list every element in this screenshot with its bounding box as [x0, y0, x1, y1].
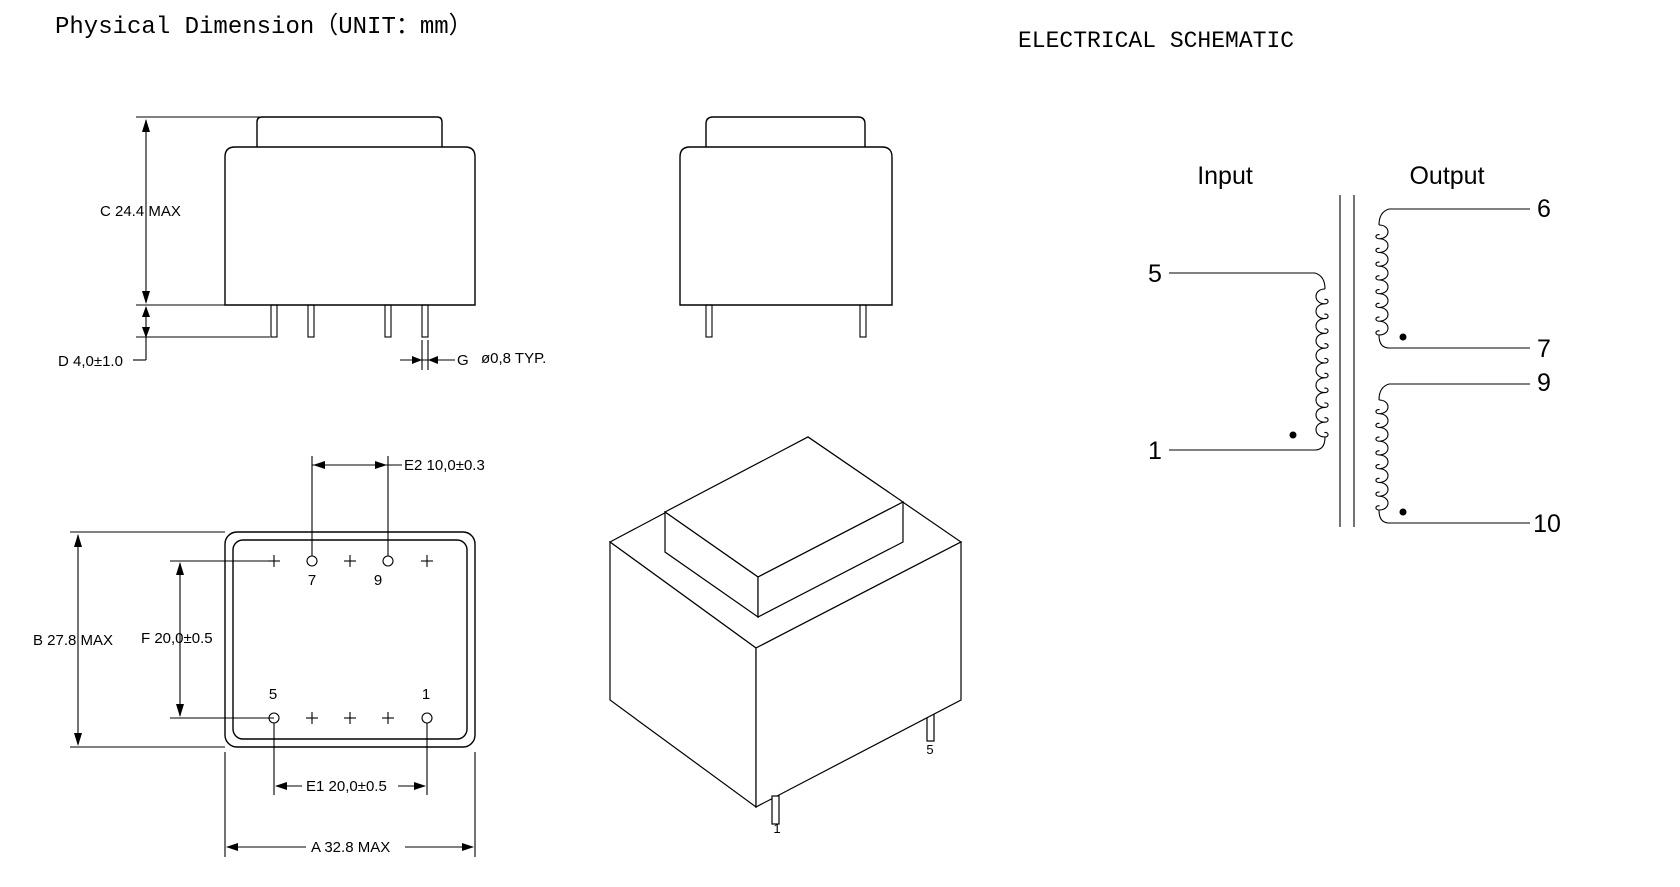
- secondary-upper-lead-bend: [1378, 208, 1390, 226]
- iso-cap-right: [757, 501, 904, 618]
- arrow-right-icon: [375, 461, 387, 469]
- side-view-pin: [859, 304, 867, 338]
- f-dimension-label: F 20,0±0.5: [141, 630, 213, 647]
- d-dimension-label: D 4,0±1.0: [58, 353, 123, 370]
- side-view-cap: [705, 116, 866, 147]
- pin-cross: [344, 712, 356, 724]
- pin-label-9: 9: [374, 572, 382, 589]
- schematic-pin-6: 6: [1537, 195, 1551, 223]
- arrow-left-icon: [313, 461, 325, 469]
- pin-hole-7: [306, 555, 318, 567]
- bottom-view-inner: [232, 539, 468, 740]
- pin-hole-9: [382, 555, 394, 567]
- arrow-right-icon: [414, 782, 426, 790]
- physical-dimension-title: Physical Dimension（UNIT：mm）: [55, 13, 473, 41]
- arrow-down-icon: [74, 733, 82, 746]
- secondary-upper-polarity-dot: [1399, 333, 1407, 341]
- schematic-input-label: Input: [1197, 162, 1253, 190]
- pin-cross: [421, 555, 433, 567]
- arrow-left-icon: [226, 843, 238, 851]
- primary-lead-bend: [1314, 272, 1326, 290]
- bottom-view-outline: [224, 531, 476, 748]
- iso-right-face: [755, 541, 962, 808]
- front-view-pin: [421, 304, 429, 338]
- arrow-up-icon: [142, 119, 150, 132]
- g-dimension-label: G: [457, 352, 469, 369]
- primary-polarity-dot: [1289, 431, 1297, 439]
- electrical-schematic-title: ELECTRICAL SCHEMATIC: [1018, 28, 1294, 54]
- arrow-down-icon: [176, 704, 184, 717]
- schematic-pin-1: 1: [1148, 437, 1162, 465]
- iso-pin-label-1: 1: [773, 821, 780, 836]
- pin-label-5: 5: [269, 686, 277, 703]
- iso-pin-1: [771, 795, 780, 825]
- arrow-down-icon: [142, 291, 150, 304]
- front-view-pin: [270, 304, 278, 338]
- front-view-pin: [384, 304, 392, 338]
- pin-label-1: 1: [422, 686, 430, 703]
- pin-cross: [306, 712, 318, 724]
- schematic-pin-7: 7: [1537, 335, 1551, 363]
- side-view: [679, 116, 893, 338]
- side-view-pin: [705, 304, 713, 338]
- arrow-down-icon: [142, 327, 150, 338]
- secondary-lower-coil: [1375, 399, 1389, 511]
- pin-cross: [344, 555, 356, 567]
- e1-dimension-label: E1 20,0±0.5: [306, 778, 387, 795]
- front-view-cap: [256, 116, 443, 147]
- pin-hole-1: [421, 712, 433, 724]
- front-view: C 24.4 MAX D 4,0±1.0 G ø0,8 TYP.: [58, 116, 546, 370]
- schematic-pin-10: 10: [1533, 510, 1561, 538]
- electrical-schematic: Input Output 5 1 6 7 9 10: [1148, 162, 1561, 538]
- e2-dimension-label: E2 10,0±0.3: [404, 457, 485, 474]
- isometric-view: 5 1: [608, 436, 963, 836]
- front-view-body: [224, 146, 476, 306]
- primary-coil: [1315, 288, 1329, 438]
- arrow-left-icon: [428, 356, 438, 364]
- arrow-right-icon: [412, 356, 422, 364]
- b-dimension-label: B 27.8 MAX: [33, 632, 113, 649]
- schematic-output-label: Output: [1409, 162, 1484, 190]
- schematic-pin-9: 9: [1537, 369, 1551, 397]
- arrow-up-icon: [176, 562, 184, 575]
- arrow-right-icon: [462, 843, 474, 851]
- a-dimension-label: A 32.8 MAX: [311, 839, 390, 856]
- arrow-left-icon: [275, 782, 287, 790]
- bottom-view: 7 9 5 1 E2 10,0±0.3 B 27.8 MAX F 20,0±0.…: [33, 456, 485, 857]
- g-dimension-value: ø0,8 TYP.: [481, 350, 546, 367]
- secondary-lower-lead-bend: [1378, 383, 1390, 401]
- side-view-body: [679, 146, 893, 306]
- arrow-up-icon: [142, 306, 150, 317]
- secondary-upper-coil: [1375, 224, 1389, 336]
- secondary-upper-lead-bend: [1378, 334, 1390, 349]
- primary-lead-bend: [1314, 436, 1326, 451]
- pin-label-7: 7: [308, 572, 316, 589]
- c-dimension-label: C 24.4 MAX: [100, 203, 181, 220]
- arrow-up-icon: [74, 534, 82, 547]
- pin-cross: [382, 712, 394, 724]
- secondary-lower-lead-bend: [1378, 509, 1390, 524]
- front-view-pin: [307, 304, 315, 338]
- schematic-pin-5: 5: [1148, 260, 1162, 288]
- secondary-lower-polarity-dot: [1399, 508, 1407, 516]
- iso-pin-label-5: 5: [926, 742, 933, 757]
